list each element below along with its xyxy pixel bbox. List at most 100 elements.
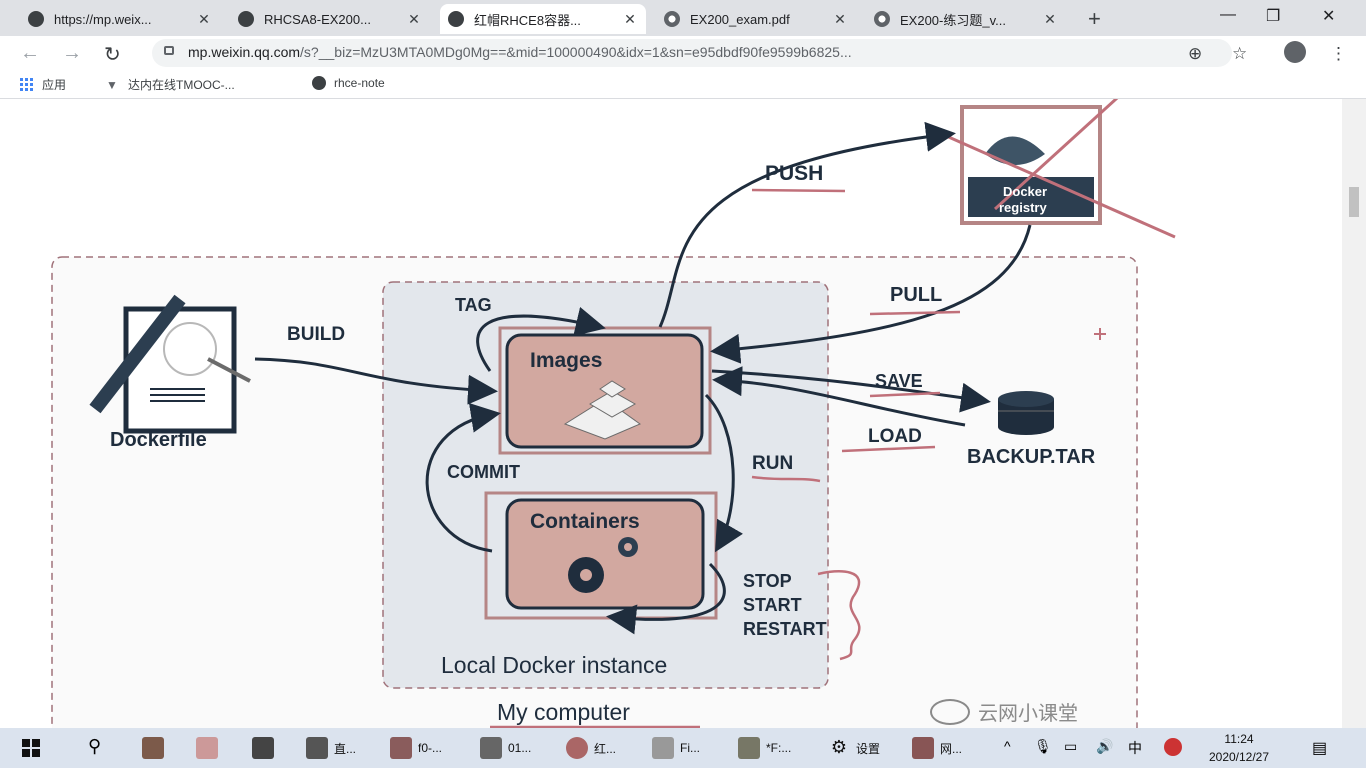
tmooc-icon: ▼ — [106, 77, 118, 92]
paint-icon — [196, 737, 218, 759]
build-arrow — [254, 357, 498, 405]
volume-icon[interactable]: 🔊 — [1096, 738, 1114, 754]
bookmark-label: 应用 — [42, 78, 67, 92]
taskbar-item-5[interactable]: f0-... — [390, 736, 442, 760]
dockerfile-label: Dockerfile — [110, 429, 207, 451]
close-icon[interactable]: ✕ — [198, 10, 210, 27]
taskbar-item-1[interactable] — [142, 736, 170, 760]
taskbar-item-2[interactable] — [196, 736, 224, 760]
search-icon[interactable]: ⚲ — [88, 736, 102, 756]
settings-icon: ⚙ — [830, 737, 848, 757]
bookmarks-bar: 应用 ▼ 达内在线TMOOC-... rhce-note — [0, 70, 1366, 99]
ime-indicator[interactable]: 中 — [1128, 740, 1142, 756]
bookmark-label: rhce-note — [334, 76, 385, 90]
chevron-up-icon[interactable]: ^ — [1004, 738, 1011, 754]
sogou-icon[interactable] — [1164, 738, 1182, 756]
close-icon[interactable]: ✕ — [1044, 10, 1056, 27]
close-icon[interactable]: ✕ — [834, 10, 846, 27]
url-path: /s?__biz=MzU3MTA0MDg0Mg==&mid=100000490&… — [300, 44, 852, 60]
apps-icon — [20, 77, 34, 92]
taskbar-item-8[interactable]: Fi... — [652, 736, 700, 760]
chrome-icon — [566, 737, 588, 759]
forward-button[interactable]: → — [62, 42, 82, 64]
taskbar-label: 设置 — [856, 741, 881, 756]
document-icon — [480, 737, 502, 759]
cubes-icon — [563, 380, 642, 440]
wechat-icon — [28, 11, 44, 27]
images-label: Images — [530, 349, 603, 372]
photo-app-icon — [142, 737, 164, 759]
reload-button[interactable]: ↻ — [104, 44, 121, 66]
taskbar-item-3[interactable] — [252, 736, 280, 760]
tab-title: EX200_exam.pdf — [690, 11, 790, 27]
pull-label: PULL — [890, 284, 943, 306]
microphone-icon[interactable]: 🎙 — [1034, 738, 1052, 754]
save-label: SAVE — [875, 371, 923, 391]
containers-highlight — [484, 491, 718, 620]
commit-arrow — [425, 402, 501, 553]
close-icon[interactable]: ✕ — [624, 10, 636, 27]
lock-icon — [164, 46, 174, 55]
network-icon[interactable]: ▭ — [1064, 738, 1078, 754]
bookmark-tmooc[interactable]: ▼ 达内在线TMOOC-... — [106, 76, 235, 93]
containers-box — [505, 498, 705, 610]
zoom-icon[interactable]: ⊕ — [1188, 44, 1203, 63]
back-button[interactable]: ← — [20, 42, 40, 64]
tab-4[interactable]: EX200_exam.pdf ✕ — [656, 4, 856, 34]
maximize-button[interactable]: ❐ — [1266, 8, 1281, 25]
menu-icon[interactable]: ⋮ — [1330, 44, 1347, 63]
taskbar-item-9[interactable]: *F:... — [738, 736, 791, 760]
taskbar-item-4[interactable]: 直... — [306, 736, 356, 760]
wechat-icon — [312, 76, 326, 90]
stop-label: STOP — [743, 571, 792, 591]
bookmark-apps[interactable]: 应用 — [20, 76, 66, 93]
profile-avatar[interactable] — [1284, 41, 1306, 63]
registry-label-bg — [968, 177, 1094, 217]
taskbar-clock[interactable]: 11:24 2020/12/27 — [1194, 730, 1284, 766]
dockerfile-icon — [123, 306, 237, 434]
taskbar-item-11[interactable]: 网... — [912, 736, 962, 760]
taskbar-item-7[interactable]: 红... — [566, 736, 616, 760]
tab-title: EX200-练习题_v... — [900, 12, 1006, 28]
tab-5[interactable]: EX200-练习题_v... ✕ — [866, 4, 1066, 34]
windows-taskbar: ⚲ 直... f0-... 01... 红... Fi... *F:... ⚙ 设… — [0, 728, 1366, 768]
taskbar-item-6[interactable]: 01... — [480, 736, 531, 760]
vertical-scrollbar[interactable] — [1342, 99, 1366, 728]
registry-label-line1: Docker — [1003, 184, 1048, 199]
clock-date: 2020/12/27 — [1208, 750, 1270, 764]
taskbar-item-10[interactable]: ⚙ 设置 — [828, 736, 880, 760]
tab-1[interactable]: https://mp.weix... ✕ — [20, 4, 220, 34]
new-tab-button[interactable]: + — [1088, 6, 1101, 31]
tab-title: RHCSA8-EX200... — [264, 11, 371, 27]
notification-icon[interactable]: ▤ — [1312, 740, 1328, 757]
globe-icon — [874, 11, 890, 27]
taskbar-label: 01... — [508, 741, 532, 755]
commit-label: COMMIT — [447, 462, 520, 482]
scrollbar-thumb[interactable] — [1349, 187, 1359, 217]
close-window-button[interactable]: ✕ — [1322, 8, 1336, 25]
wechat-icon — [238, 11, 254, 27]
restart-label: RESTART — [743, 619, 827, 639]
notepad-icon — [738, 737, 760, 759]
load-label: LOAD — [868, 426, 922, 447]
bookmark-star-icon[interactable]: ☆ — [1232, 44, 1248, 63]
tab-title: https://mp.weix... — [54, 11, 152, 27]
page-content: PUSH PULL TAG BUILD Images SAVE LOAD RUN… — [0, 99, 1342, 728]
windows-start-icon[interactable] — [22, 739, 40, 757]
whale-icon — [985, 136, 1045, 165]
tab-title: 红帽RHCE8容器... — [474, 12, 581, 28]
taskbar-label: f0-... — [418, 741, 443, 755]
tab-2[interactable]: RHCSA8-EX200... ✕ — [230, 4, 430, 34]
local-instance-label: Local Docker instance — [441, 652, 668, 678]
bookmark-rhce-note[interactable]: rhce-note — [312, 76, 385, 90]
taskbar-label: Fi... — [680, 741, 700, 755]
watermark-text: 云网小课堂 — [978, 703, 1078, 725]
load-arrow — [712, 366, 966, 427]
network-app-icon — [912, 737, 934, 759]
build-label: BUILD — [287, 324, 346, 345]
minimize-button[interactable]: — — [1220, 6, 1236, 23]
clock-time: 11:24 — [1224, 732, 1254, 746]
tab-3-active[interactable]: 红帽RHCE8容器... ✕ — [440, 4, 646, 34]
address-bar[interactable]: mp.weixin.qq.com/s?__biz=MzU3MTA0MDg0Mg=… — [152, 39, 1232, 67]
close-icon[interactable]: ✕ — [408, 10, 420, 27]
